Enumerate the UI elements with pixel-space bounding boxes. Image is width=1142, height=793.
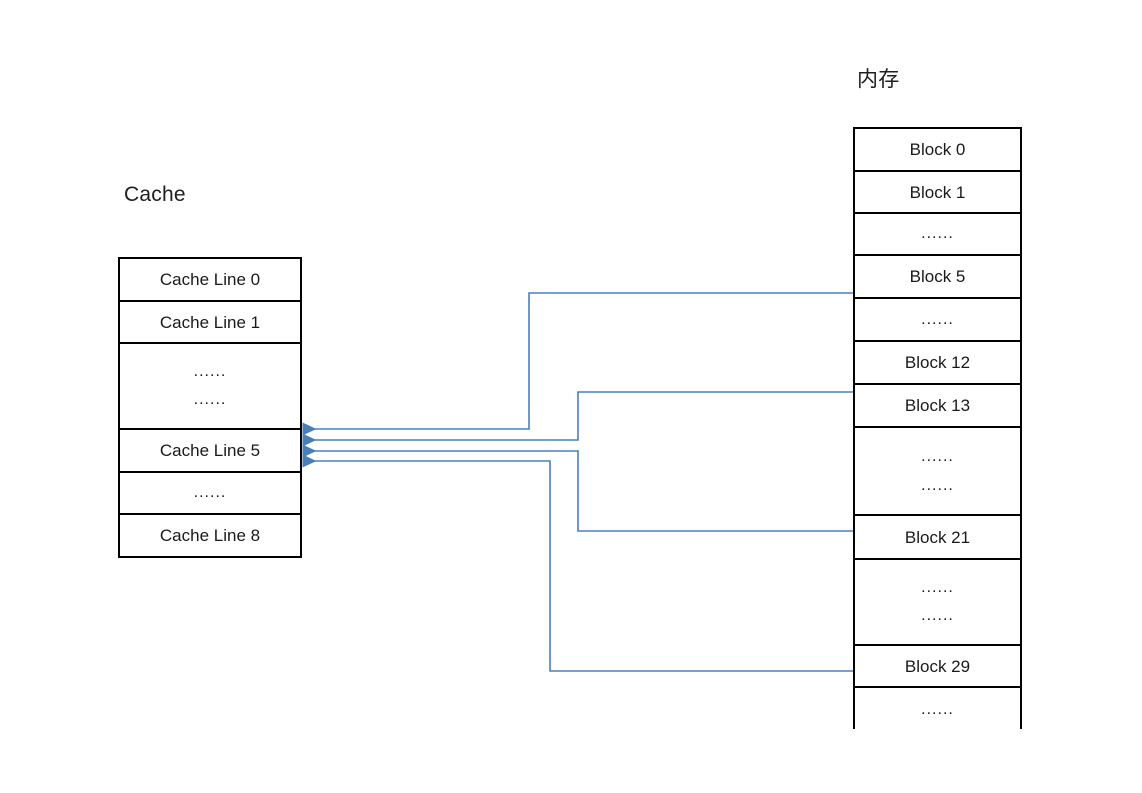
memory-row-label: Block 0 [909, 140, 966, 159]
memory-row-label: ...... [921, 700, 954, 718]
cache-row: Cache Line 5 [120, 430, 300, 473]
memory-row: ............ [855, 428, 1020, 516]
cache-row: Cache Line 0 [120, 259, 300, 302]
cache-row-label: Cache Line 0 [159, 270, 261, 289]
memory-row: Block 5 [855, 256, 1020, 299]
connector-2 [302, 444, 853, 532]
memory-row: Block 13 [855, 385, 1020, 428]
cache-row: ...... [120, 473, 300, 515]
memory-row-label: ...... [921, 310, 954, 328]
memory-title: 内存 [857, 68, 900, 91]
memory-row-label: Block 12 [904, 353, 971, 372]
memory-row-label: ...... [921, 607, 954, 624]
cache-row-label: Cache Line 5 [159, 441, 261, 460]
memory-row: ...... [855, 214, 1020, 256]
memory-row-label: ...... [921, 225, 954, 242]
connector-3 [302, 454, 853, 672]
cache-title: Cache [124, 183, 186, 206]
cache-row-label: ...... [193, 391, 227, 408]
memory-stack: Block 0 Block 1...... Block 5...... Block 1… [853, 127, 1022, 731]
memory-row: Block 29 [855, 646, 1020, 688]
memory-row-label: Block 13 [904, 396, 971, 415]
memory-row: ...... [855, 299, 1020, 342]
memory-row: Block 21 [855, 516, 1020, 560]
cache-row: Cache Line 8 [120, 515, 300, 555]
memory-row-label: Block 5 [909, 267, 966, 286]
memory-row-label: Block 1 [909, 182, 966, 202]
memory-row: Block 12 [855, 342, 1020, 385]
connector-1 [302, 391, 853, 447]
memory-row: ............ [855, 560, 1020, 646]
cache-row: Cache Line 1 [120, 302, 300, 344]
memory-row-label: ...... [921, 447, 954, 465]
memory-row-label: Block 21 [904, 527, 971, 547]
memory-row-label: Block 29 [904, 656, 971, 676]
memory-row-label: ...... [921, 579, 954, 596]
cache-row-label: ...... [193, 363, 227, 380]
cache-row-label: Cache Line 1 [159, 312, 261, 332]
memory-row: Block 1 [855, 172, 1020, 214]
cache-stack: Cache Line 0 Cache Line 1............ Cach… [118, 257, 302, 558]
memory-row: Block 0 [855, 129, 1020, 172]
cache-row-label: ...... [193, 484, 227, 501]
memory-row-label: ...... [921, 476, 954, 494]
cache-row: ............ [120, 344, 300, 430]
memory-row: ...... [855, 688, 1020, 731]
connector-0 [302, 292, 853, 436]
cache-row-label: Cache Line 8 [159, 525, 261, 545]
